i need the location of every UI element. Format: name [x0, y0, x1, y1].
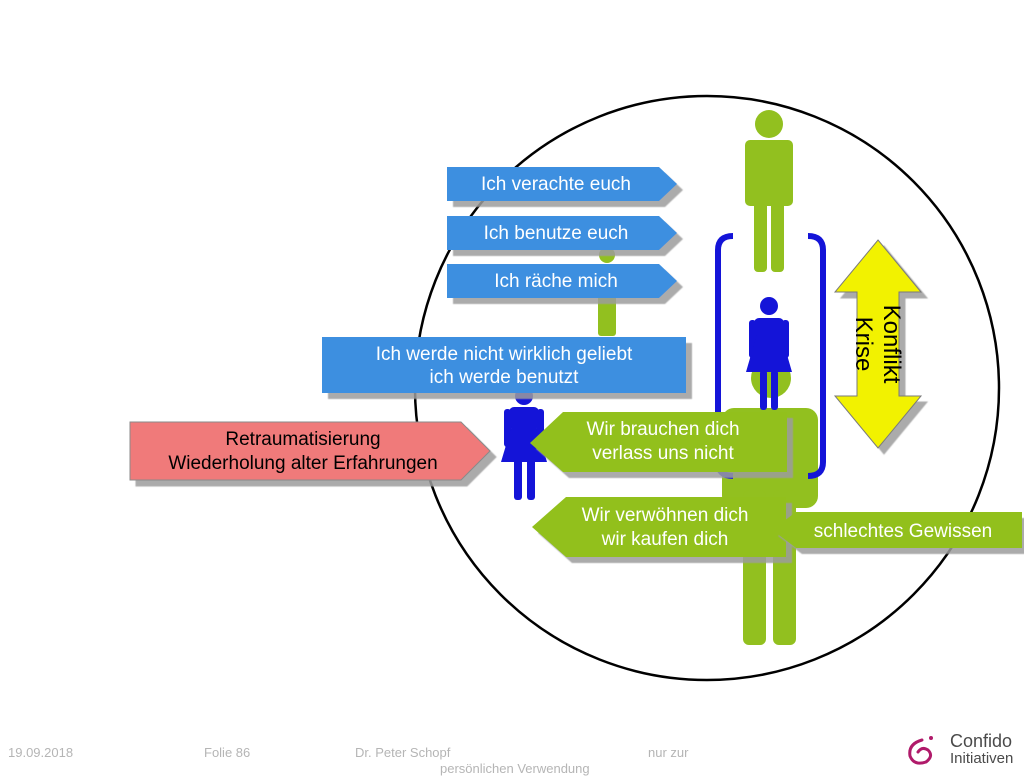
green-label-verwoehnen-line2: wir kaufen dich [601, 529, 729, 550]
blue-woman-figure-right [746, 297, 792, 410]
green-label-brauchen-line1: Wir brauchen dich [586, 419, 739, 440]
blue-label-nicht-geliebt-line2: ich werde benutzt [430, 367, 580, 388]
confido-logo-icon [908, 736, 933, 765]
blue-label-benutze [447, 216, 677, 250]
konflikt-krise-arrow [833, 239, 923, 449]
red-label-line1: Retraumatisierung [225, 429, 380, 450]
blue-woman-figure-left [501, 387, 547, 500]
red-label-retraumatisierung [129, 421, 491, 481]
blue-label-verachte [447, 167, 677, 201]
brand-line2: Initiativen [950, 750, 1014, 767]
blue-label-verachte-text: Ich verachte euch [481, 174, 631, 195]
krise-label: Krise [850, 317, 877, 372]
green-label-gewissen [772, 512, 1022, 548]
green-child-figure [598, 247, 616, 336]
blue-label-nicht-geliebt-line1: Ich werde nicht wirklich geliebt [376, 344, 633, 365]
footer-author: Dr. Peter Schopf [355, 745, 451, 760]
footer-note: nur zur [648, 745, 689, 760]
green-label-verwoehnen-line1: Wir verwöhnen dich [582, 505, 749, 526]
green-label-brauchen [530, 412, 787, 472]
blue-bracket-left [715, 233, 734, 479]
footer-date: 19.09.2018 [8, 745, 74, 760]
green-father-figure [745, 110, 793, 272]
brand-line1: Confido [950, 731, 1013, 751]
blue-label-raeche-text: Ich räche mich [494, 271, 618, 292]
blue-label-raeche [447, 264, 677, 298]
konflikt-label: Konflikt [878, 305, 905, 384]
green-label-gewissen-text: schlechtes Gewissen [814, 521, 992, 542]
blue-bracket-right [807, 233, 826, 479]
red-label-line2: Wiederholung alter Erfahrungen [168, 453, 437, 474]
blue-label-nicht-geliebt [322, 337, 686, 393]
green-label-brauchen-line2: verlass uns nicht [592, 443, 734, 464]
green-label-verwoehnen [532, 497, 786, 557]
footer-slide-number: Folie 86 [204, 745, 251, 760]
footer-note-line2: persönlichen Verwendung [440, 761, 590, 776]
brand-wordmark: Confido Initiativen [950, 731, 1014, 767]
blue-label-benutze-text: Ich benutze euch [484, 223, 629, 244]
